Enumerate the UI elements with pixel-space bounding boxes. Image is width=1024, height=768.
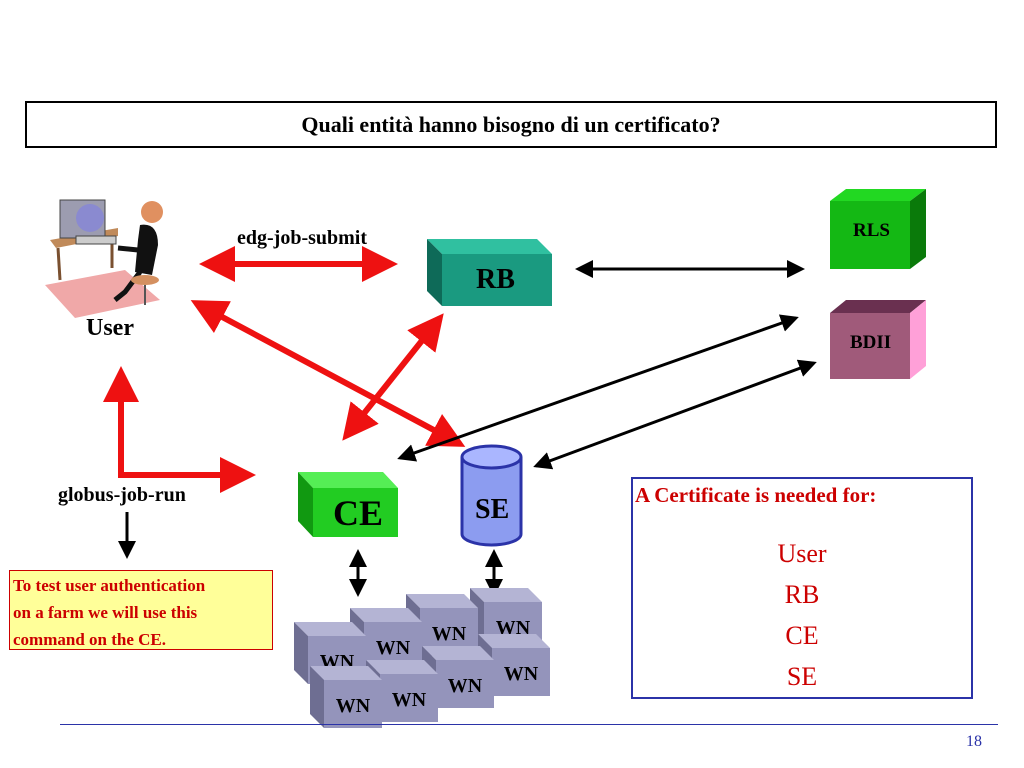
user-label: User: [86, 315, 134, 341]
certificate-item: RB: [784, 580, 820, 609]
rb-label: RB: [476, 264, 515, 295]
globus-job-run-label: globus-job-run: [58, 484, 186, 506]
wn-label: WN: [504, 663, 539, 685]
arrow-se-bdii: [533, 359, 817, 470]
note-line: command on the CE.: [13, 630, 167, 649]
bdii-node: [830, 300, 926, 379]
wn-label: WN: [336, 695, 371, 717]
slide-title: Quali entità hanno bisogno di un certifi…: [25, 101, 997, 148]
se-node: [460, 444, 523, 547]
ce-label: CE: [333, 493, 384, 533]
certificate-box: A Certificate is needed for: User RB CE …: [631, 477, 973, 699]
wn-label: WN: [448, 675, 483, 697]
note-box: To test user authentication on a farm we…: [9, 570, 273, 650]
wn-label: WN: [376, 637, 411, 659]
certificate-heading: A Certificate is needed for:: [635, 483, 877, 507]
se-label: SE: [475, 494, 510, 525]
wn-node: WN: [310, 666, 382, 728]
certificate-item: CE: [785, 621, 819, 650]
certificate-item: User: [777, 539, 827, 568]
footer-divider: [60, 724, 998, 725]
rb-node: [427, 239, 552, 306]
arrow-ce-bdii: [397, 314, 799, 462]
page-number: 18: [966, 733, 982, 750]
wn-label: WN: [432, 623, 467, 645]
red-arrows: [103, 246, 466, 493]
wn-node: WN: [366, 660, 438, 722]
rls-label: RLS: [853, 220, 890, 241]
bdii-label: BDII: [850, 332, 892, 353]
arrow-user-se: [190, 300, 466, 447]
wn-label: WN: [496, 617, 531, 639]
black-arrows: [118, 260, 817, 597]
certificate-item: SE: [786, 662, 818, 691]
rls-node: [830, 189, 926, 269]
wn-label: WN: [392, 689, 427, 711]
note-line: To test user authentication: [13, 576, 206, 595]
note-line: on a farm we will use this: [13, 603, 198, 622]
arrow-rb-ce: [342, 313, 444, 441]
ce-node: [298, 472, 398, 537]
edg-job-submit-label: edg-job-submit: [237, 227, 368, 249]
user-workstation-icon: [45, 199, 163, 318]
arrow-user-ce: [103, 366, 256, 493]
